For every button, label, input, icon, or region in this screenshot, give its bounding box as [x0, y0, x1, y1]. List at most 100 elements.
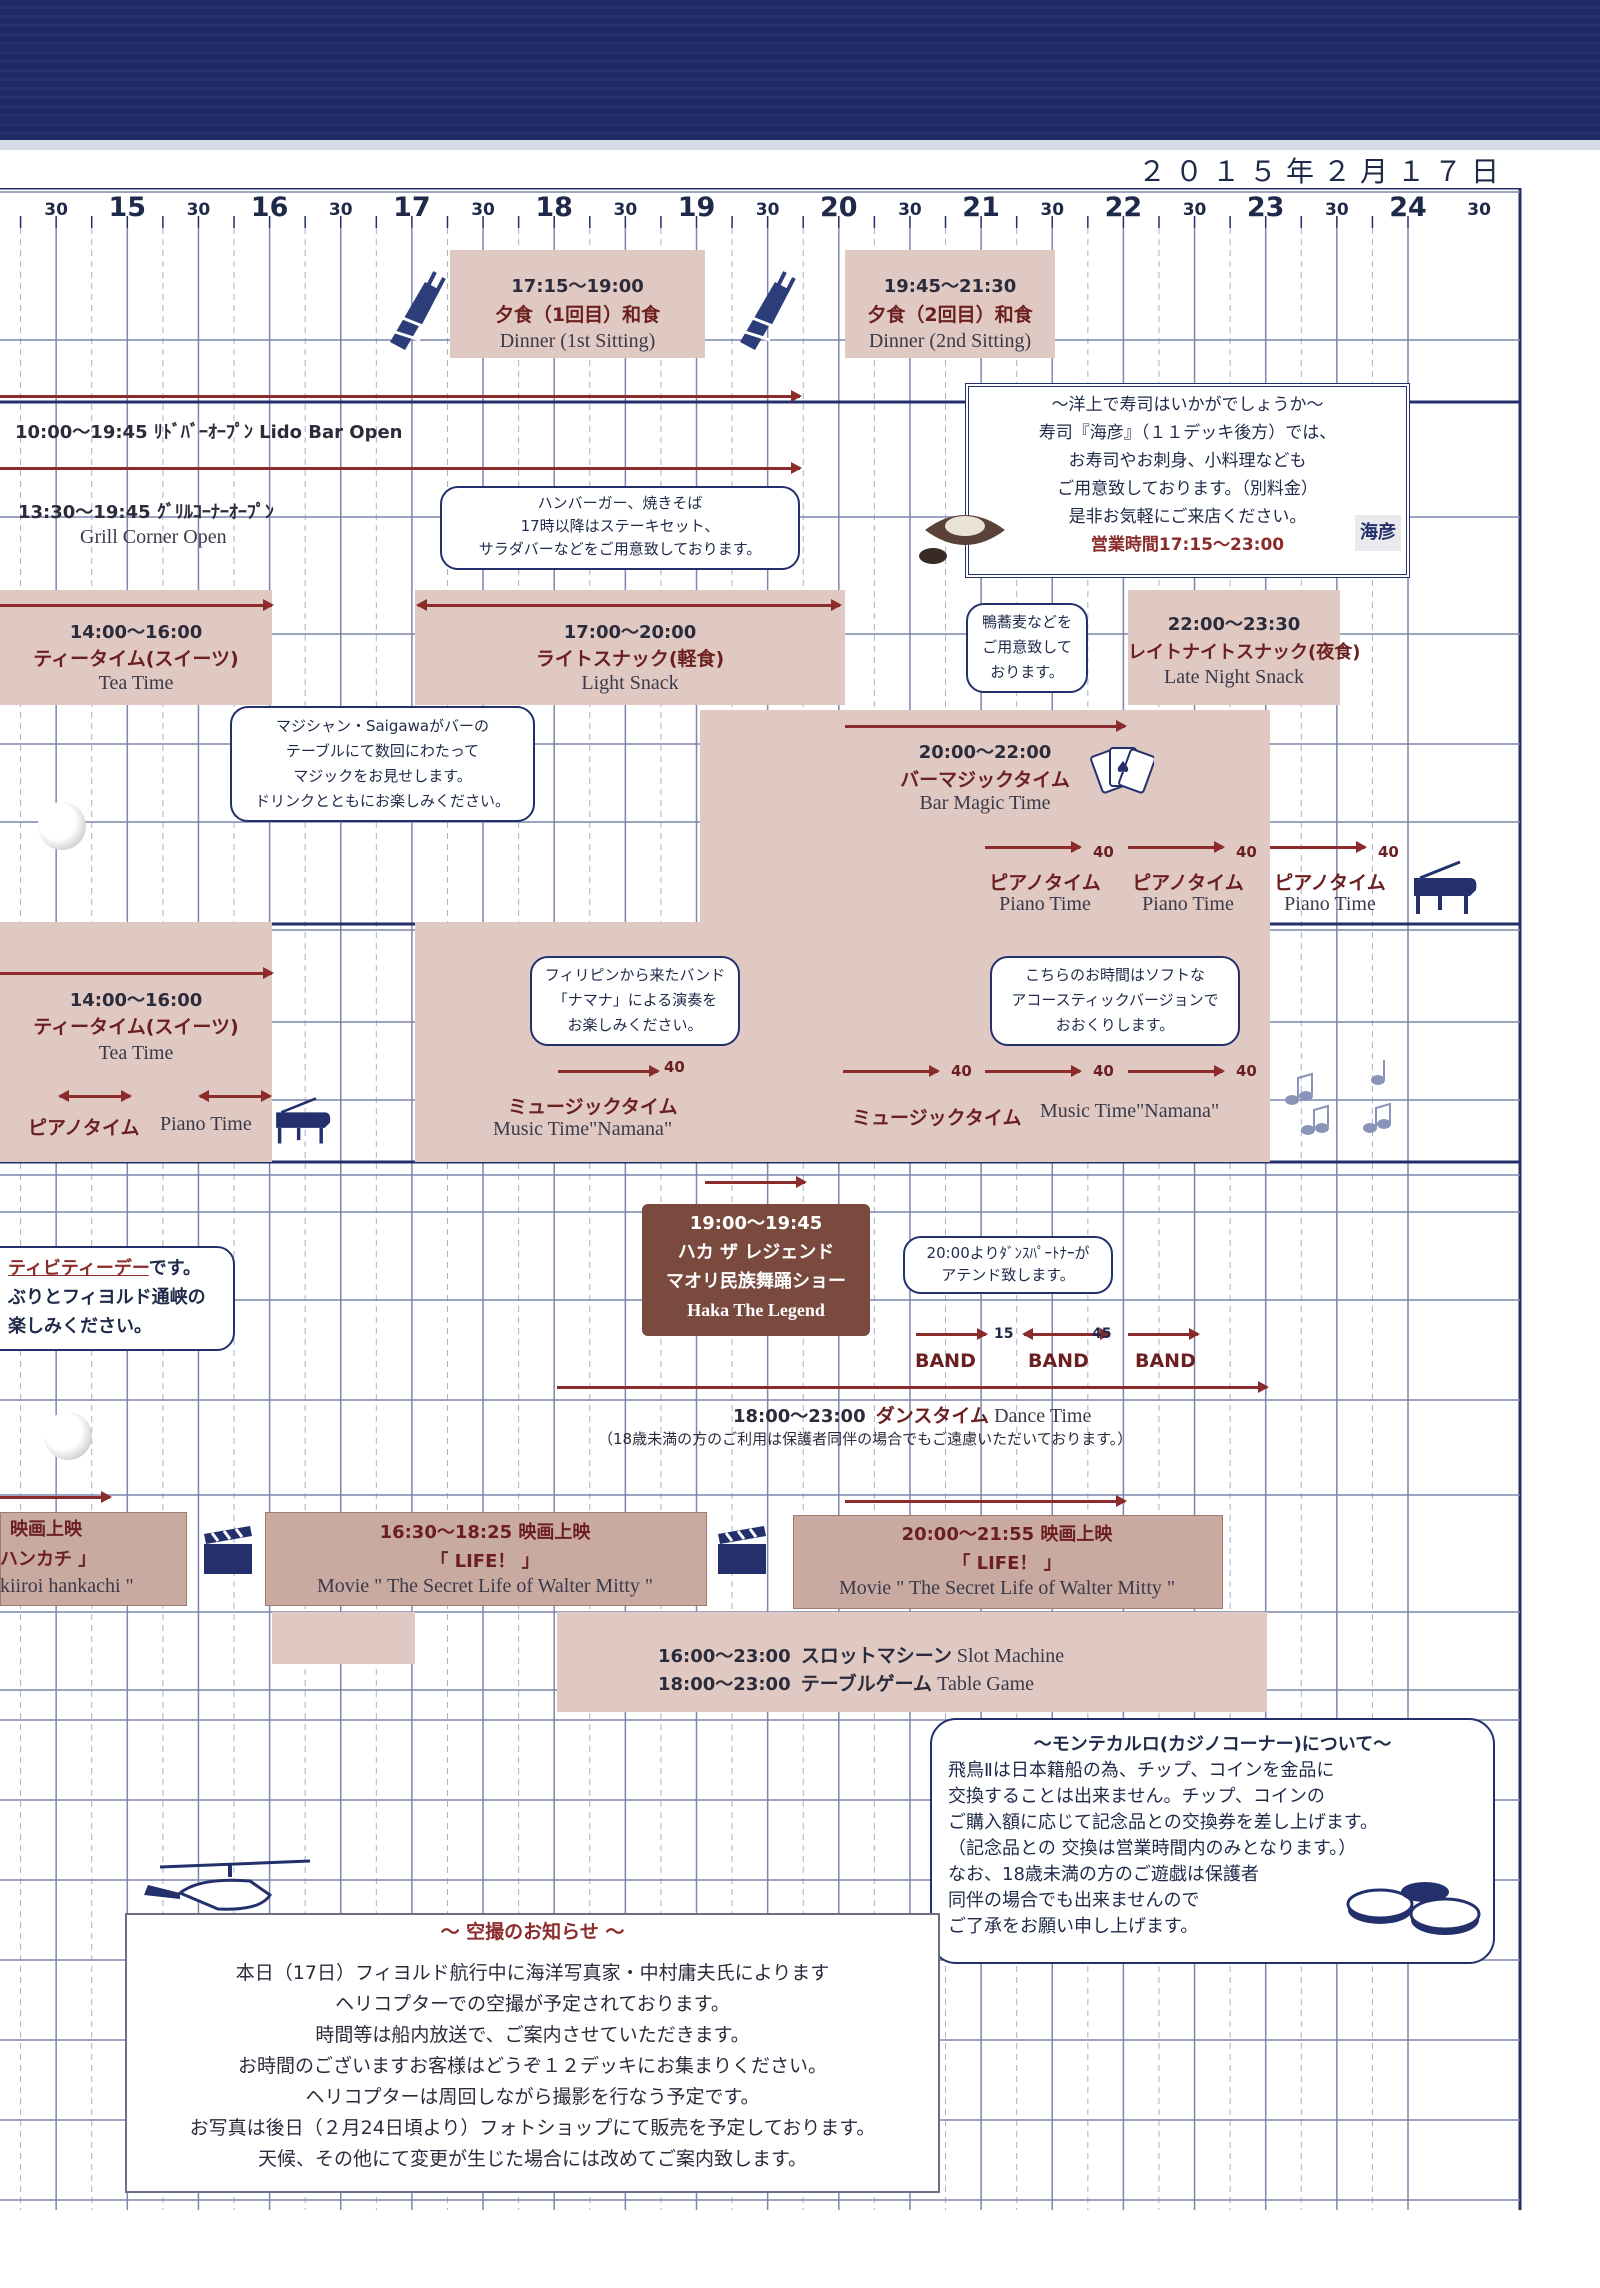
clapperboard-icon — [204, 1526, 252, 1574]
bar-magic-jp: バーマジックタイム — [900, 769, 1070, 791]
dinner-2-time: 19:45〜21:30 — [883, 276, 1017, 297]
piano-b-arrow — [58, 1090, 132, 1102]
half-hour-label: 30 — [186, 200, 211, 220]
piano-top-band — [700, 822, 1270, 922]
bar-magic-en: Bar Magic Time — [919, 792, 1051, 814]
clapperboard-icon — [718, 1526, 766, 1574]
header-strip — [0, 140, 1600, 150]
late-night-jp: レイトナイトスナック(夜食) — [1128, 642, 1361, 663]
half-hour-label: 30 — [1325, 200, 1349, 220]
band-45: 45 — [1092, 1326, 1112, 1342]
half-hour-label: 30 — [1467, 200, 1491, 220]
piano-jp: ピアノタイム — [1274, 872, 1386, 894]
sushi-logo: 海彦 — [1355, 515, 1401, 551]
half-hour-label: 30 — [44, 200, 68, 220]
movie-right-l2: 「 LIFE！ 」 — [952, 1553, 1062, 1574]
dinner-2-en: Dinner (2nd Sitting) — [868, 330, 1032, 352]
music-2-arrow — [1128, 1065, 1225, 1077]
movie-right-l1: 20:00〜21:55 映画上映 — [901, 1524, 1113, 1545]
piano-arrow — [1270, 841, 1367, 853]
movie-left-l1: 映画上映 — [10, 1519, 82, 1540]
dinner-1-band — [450, 250, 705, 358]
dinner-1-en: Dinner (1st Sitting) — [499, 330, 656, 352]
piano-bottom-jp: ピアノタイム — [28, 1117, 140, 1139]
namana-bubble: フィリピンから来たバンド「ナマナ」による演奏をお楽しみください。 — [530, 956, 740, 1046]
band-label: BAND — [1135, 1350, 1196, 1372]
band-arrow — [1022, 1328, 1111, 1340]
binder-hole — [38, 802, 86, 850]
teatime-1-en: Tea Time — [98, 672, 174, 694]
late-night-band — [1128, 590, 1340, 705]
teatime-2-arrow — [0, 967, 274, 979]
movie-mid-l2: 「 LIFE！ 」 — [430, 1551, 540, 1572]
bar-magic-time: 20:00〜22:00 — [918, 742, 1052, 763]
slot-row: 16:00〜23:00 スロットマシーン Slot Machine — [658, 1645, 1065, 1667]
band-arrow — [916, 1328, 988, 1340]
piano-arrow — [1128, 841, 1225, 853]
piano-jp: ピアノタイム — [989, 872, 1101, 894]
teatime-2-en: Tea Time — [98, 1042, 174, 1064]
hour-label: 17 — [393, 192, 431, 223]
dance-note: （18歳未満の方のご利用は保護者同伴の場合でもご遠慮いただいております。） — [598, 1430, 1133, 1448]
magic-bubble: マジシャン・Saigawaがバーのテーブルにて数回にわたってマジックをお見せしま… — [230, 706, 535, 822]
dance-partner-bubble: 20:00よりﾀﾞﾝｽﾊﾟｰﾄﾅｰがアテンド致します。 — [903, 1236, 1113, 1294]
hour-label: 19 — [677, 192, 716, 223]
chopsticks-icon — [390, 271, 446, 350]
light-snack-band — [415, 590, 845, 705]
table-row: 18:00〜23:00 テーブルゲーム Table Game — [658, 1673, 1035, 1695]
dinner-1-time: 17:15〜19:00 — [511, 276, 644, 297]
activity-bubble: ティビティーデーです。 ぶりとフィヨルド通峡の楽しみください。 — [0, 1246, 235, 1351]
piano-en: Piano Time — [999, 893, 1091, 915]
casino-info-box: 〜モンテカルロ(カジノコーナー)について〜 飛鳥Ⅱは日本籍船の為、チップ、コイン… — [930, 1718, 1495, 1964]
piano-jp: ピアノタイム — [1132, 872, 1244, 894]
piano-en: Piano Time — [1284, 893, 1376, 915]
hour-label: 21 — [962, 192, 1000, 223]
half-hour-label: 30 — [613, 200, 638, 220]
movie-right-box — [793, 1515, 1223, 1609]
music-2-mins: 40 — [1236, 1062, 1257, 1080]
haka-arrow — [705, 1176, 807, 1188]
piano-en: Piano Time — [1142, 893, 1234, 915]
movie-right-l3: Movie " The Secret Life of Walter Mitty … — [838, 1577, 1176, 1599]
piano-b-arrow — [198, 1090, 272, 1102]
movie-mid-box — [265, 1512, 707, 1606]
music-2-arrow — [843, 1065, 940, 1077]
half-hour-label: 30 — [755, 200, 780, 220]
grand-piano-icon — [276, 1097, 331, 1144]
dinner-1-jp: 夕食（1回目）和食 — [494, 304, 661, 326]
grand-piano-icon — [1414, 860, 1477, 914]
half-hour-label: 30 — [471, 200, 495, 220]
dance-arrow — [557, 1381, 1269, 1393]
hour-label: 15 — [108, 192, 147, 223]
movie-right-arrow — [845, 1495, 1127, 1507]
half-hour-label: 30 — [898, 200, 922, 220]
movie-left-l2: ハンカチ 」 — [0, 1549, 97, 1570]
music-2-jp: ミュージックタイム — [852, 1107, 1022, 1129]
hour-label: 22 — [1104, 192, 1143, 223]
teatime-2-time: 14:00〜16:00 — [69, 990, 203, 1011]
teatime-1-jp: ティータイム(スイーツ) — [33, 648, 239, 670]
page-date: ２０１５年２月１７日 — [1137, 155, 1508, 188]
music-2-arrow — [985, 1065, 1082, 1077]
half-hour-label: 30 — [1040, 200, 1065, 220]
late-night-en: Late Night Snack — [1164, 666, 1304, 688]
half-hour-label: 30 — [328, 200, 353, 220]
band-15: 15 — [994, 1326, 1014, 1342]
light-snack-time: 17:00〜20:00 — [563, 622, 697, 643]
music-2-en: Music Time"Namana" — [1040, 1100, 1220, 1122]
chopsticks-icon — [740, 271, 796, 350]
hour-label: 18 — [535, 192, 573, 223]
band-label: BAND — [1028, 1350, 1089, 1372]
casino-chips-icon — [1346, 1882, 1481, 1935]
movie-left-box — [0, 1512, 187, 1606]
music-1-arrow — [558, 1065, 660, 1077]
music-2-mins: 40 — [1093, 1062, 1114, 1080]
half-hour-label: 30 — [1182, 200, 1207, 220]
music-1-jp: ミュージックタイム — [508, 1096, 678, 1118]
teatime-2-band — [0, 922, 272, 1162]
music-1-en: Music Time"Namana" — [493, 1118, 673, 1140]
bar-magic-band — [700, 710, 1270, 822]
soba-bubble: 鴨蕎麦などをご用意致しております。 — [966, 603, 1088, 693]
movie-left-arrow — [0, 1491, 112, 1503]
hour-label: 23 — [1246, 192, 1285, 223]
